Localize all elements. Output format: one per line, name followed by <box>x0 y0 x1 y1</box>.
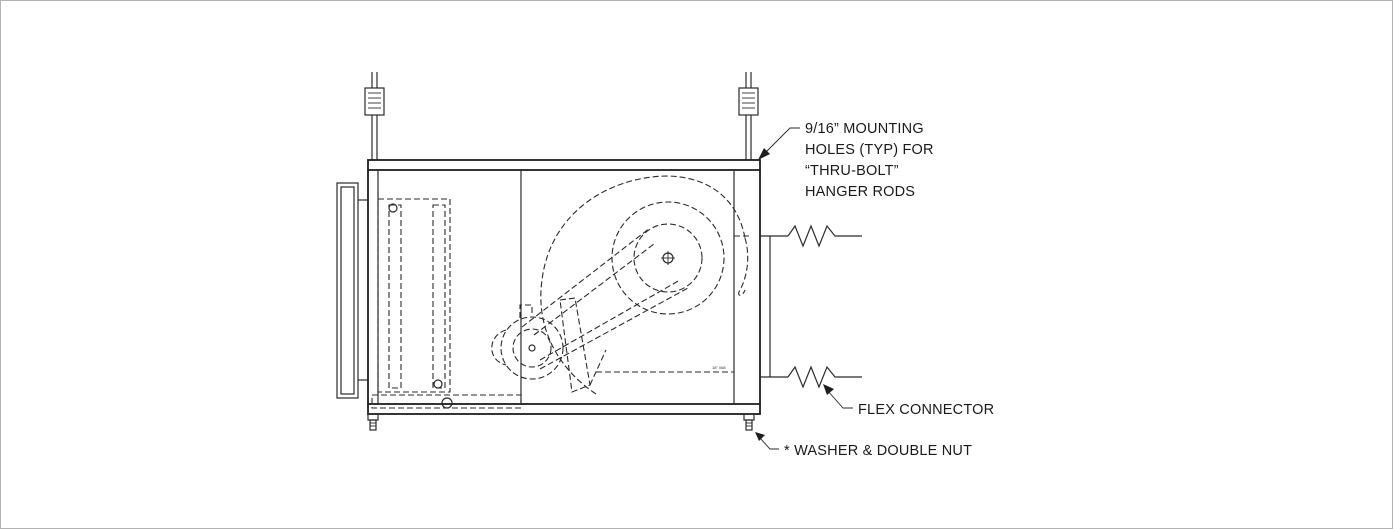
coil-section <box>371 198 522 409</box>
flex-connector-top <box>760 224 862 248</box>
leader-flex-connector <box>823 384 853 409</box>
small-note: 18" 068 <box>712 365 726 370</box>
blower-scroll <box>540 175 750 395</box>
washer-nut-label: * WASHER & DOUBLE NUT <box>784 443 972 459</box>
filter-rack <box>336 182 368 399</box>
hanger-rod-left <box>364 72 385 160</box>
hanger-rod-right <box>738 72 759 160</box>
leader-mounting-holes <box>758 127 800 160</box>
motor-belt-drive <box>491 227 689 393</box>
mounting-holes-label-line-2: HOLES (TYP) FOR <box>805 142 934 158</box>
mounting-holes-label-line-4: HANGER RODS <box>805 184 915 200</box>
mounting-holes-label-line-1: 9/16” MOUNTING <box>805 121 924 137</box>
flex-connector-bottom <box>760 365 862 389</box>
flex-connector-label: FLEX CONNECTOR <box>858 402 994 418</box>
unit-cabinet <box>367 159 761 415</box>
mounting-holes-label-line-3: “THRU-BOLT” <box>805 163 899 179</box>
washer-nut-right <box>743 413 755 431</box>
leader-washer-nut <box>755 432 779 450</box>
washer-nut-left <box>367 413 379 431</box>
